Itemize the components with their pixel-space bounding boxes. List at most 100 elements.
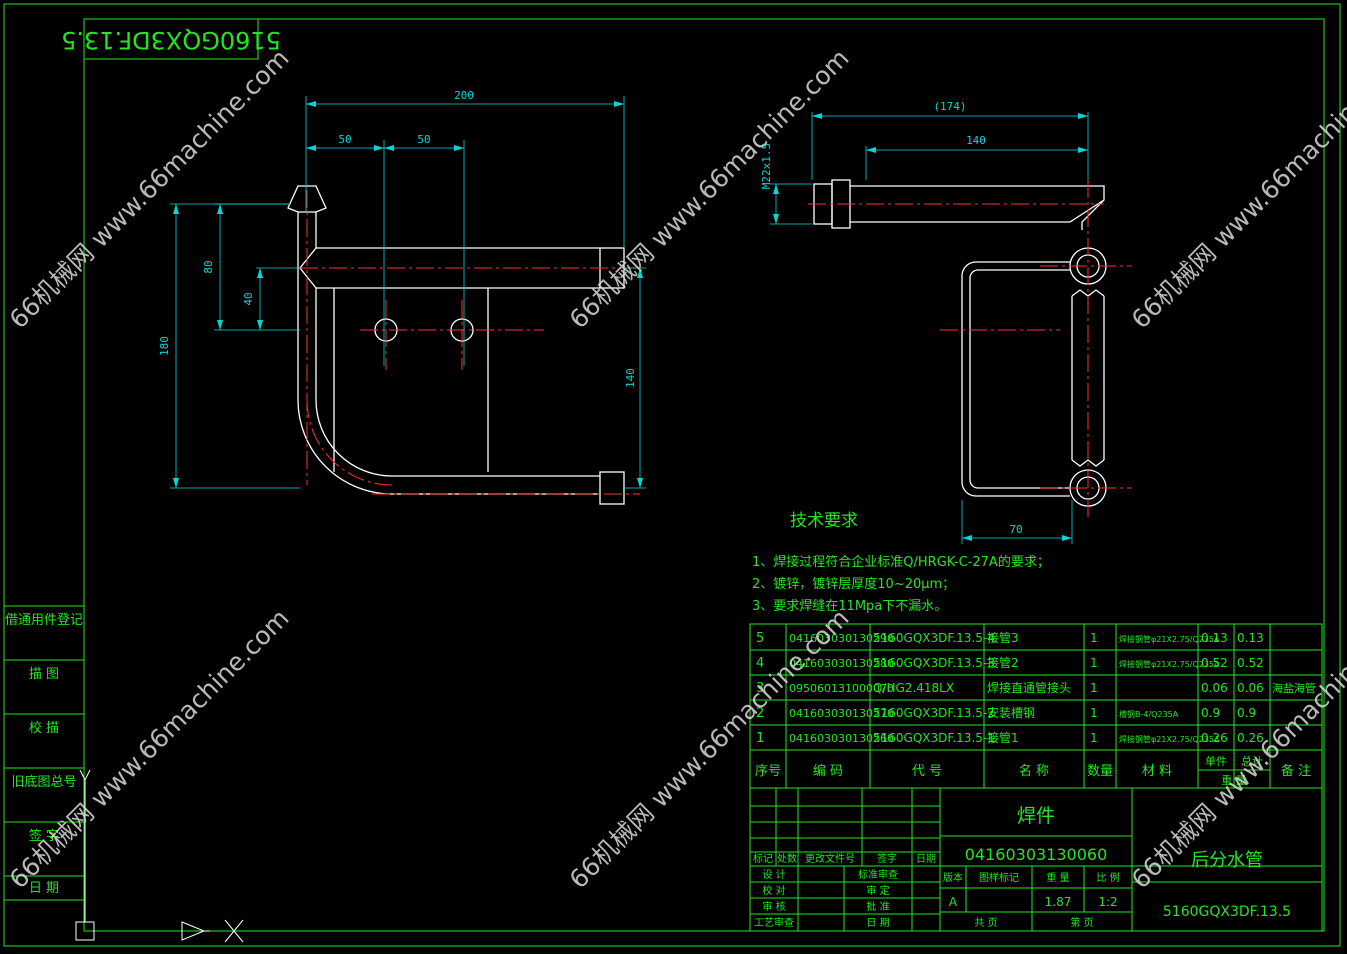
rev-header: 处数: [777, 852, 797, 865]
drawing-frame: [3, 3, 1341, 947]
bom-cell-name: 接管2: [987, 655, 1019, 670]
bom-cell-code: 041603030130280: [789, 657, 894, 670]
bom-cell-name: 接管3: [987, 630, 1019, 645]
bom-cell-total: 0.9: [1237, 706, 1256, 720]
bom-cell-total: 0.13: [1237, 631, 1264, 645]
part-name: 后分水管: [1191, 850, 1263, 871]
watermark: 66机械网 www.66machine.com: [564, 43, 855, 334]
dim-front-upper: 80: [202, 260, 215, 273]
bom-header: 序号 编 码 代 号 名 称 数量 材 料 单件 总计 重 量 备 注: [755, 754, 1311, 787]
sign-check: 校 对: [762, 884, 785, 897]
bom-cell-code: 041603030130270: [789, 707, 894, 720]
bom-cell-seq: 1: [756, 731, 764, 746]
sign-design: 设 计: [762, 868, 785, 881]
stage-header: 图样标记: [979, 871, 1019, 884]
bom-cell-drawing-no: 5160GQX3DF.13.5-2: [873, 706, 995, 720]
rev-header: 签字: [877, 852, 897, 865]
bom-cell-code: 095060131000070: [789, 682, 894, 695]
dim-front-right: 140: [624, 368, 637, 388]
tech-title: 技术要求: [790, 511, 858, 531]
bom-cell-unit: 0.9: [1201, 706, 1220, 720]
bom-cell-name: 接管1: [987, 730, 1019, 745]
bom-cell-qty: 1: [1090, 706, 1098, 720]
bom-cell-name: 焊接直通管接头: [987, 680, 1071, 695]
dim-front-height: 180: [158, 336, 171, 356]
bom-header-remark: 备 注: [1281, 763, 1311, 779]
tech-item: 2、镀锌，镀锌层厚度10~20μm；: [752, 576, 955, 592]
bom-cell-unit: 0.13: [1201, 631, 1228, 645]
sign-approve: 批 准: [866, 900, 889, 913]
stage-header: 版本: [943, 871, 963, 884]
sign-process: 工艺审查: [754, 916, 794, 929]
sheets-total: 共 页: [974, 917, 997, 929]
dim-front-gap-1: 50: [338, 133, 351, 146]
strip-label: 描 图: [29, 667, 59, 682]
stage-header: 比 例: [1096, 871, 1119, 884]
rev-header: 更改文件号: [805, 852, 855, 865]
bom-cell-total: 0.52: [1237, 656, 1264, 670]
bom-cell-material: 槽钢B-4/Q235A: [1119, 709, 1179, 719]
rev-header: 日期: [916, 853, 936, 865]
bom-cell-drawing-no: 5160GQX3DF.13.5-1: [873, 731, 995, 745]
bom-cell-total: 0.06: [1237, 681, 1264, 695]
bom-header-total: 总计: [1241, 754, 1263, 768]
tech-item: 1、焊接过程符合企业标准Q/HRGK-C-27A的要求；: [752, 554, 1050, 570]
bom-cell-seq: 2: [756, 706, 764, 721]
strip-label: 签 字: [29, 828, 59, 844]
bom-header-drawing-no: 代 号: [912, 764, 942, 779]
bom-cell-name: 安装槽钢: [987, 705, 1035, 720]
side-dimensions: (174) 140 M22x1.5 70: [760, 100, 1023, 536]
ucs-icon: [75, 769, 244, 943]
bom-cell-seq: 3: [756, 681, 764, 696]
version-value: A: [949, 895, 958, 909]
sheet-no: 第 页: [1070, 916, 1093, 929]
bom-header-unit: 单件: [1205, 755, 1227, 768]
drawing-number: 5160GQX3DF.13.5: [1163, 904, 1291, 920]
part-code: 04160303130060: [965, 845, 1108, 864]
bom-header-material: 材 料: [1142, 764, 1172, 779]
bom-cell-unit: 0.26: [1201, 731, 1228, 745]
left-strip: 借通用件登记 描 图 校 描 旧底图总号 签 字 日 期: [5, 613, 83, 896]
bom-cell-unit: 0.52: [1201, 656, 1228, 670]
front-view: [170, 96, 646, 505]
dim-front-gap-2: 50: [417, 133, 430, 146]
tech-requirements: 技术要求 1、焊接过程符合企业标准Q/HRGK-C-27A的要求； 2、镀锌，镀…: [752, 511, 1050, 614]
bom-cell-qty: 1: [1090, 631, 1098, 645]
bom-cell-total: 0.26: [1237, 731, 1264, 745]
bom-cell-material: 焊接钢管φ21X2.75/Q235A: [1119, 659, 1220, 669]
bom-cell-remark: 海盐海管: [1272, 681, 1316, 695]
bom-header-code: 编 码: [813, 764, 843, 779]
bom-cell-qty: 1: [1090, 681, 1098, 695]
bom-cell-unit: 0.06: [1201, 681, 1228, 695]
code-stamp-box: [83, 18, 259, 60]
rev-header: 标记: [753, 853, 773, 865]
dim-side-tube: 140: [966, 134, 986, 147]
dim-front-mid: 40: [242, 292, 255, 305]
part-type: 焊件: [1017, 805, 1055, 827]
watermark: 66机械网 www.66machine.com: [1126, 43, 1347, 334]
watermark: 66机械网 www.66machine.com: [4, 603, 295, 894]
sign-date: 日 期: [866, 917, 889, 929]
bom-header-qty: 数量: [1087, 764, 1113, 779]
strip-label: 日 期: [29, 881, 59, 896]
bom-header-name: 名 称: [1019, 763, 1049, 779]
weight-value: 1.87: [1045, 895, 1072, 909]
stage-header: 重 量: [1046, 871, 1069, 884]
bom-cell-material: 焊接钢管φ21X2.75/Q235A: [1119, 734, 1220, 744]
bom-cell-drawing-no: 5160GQX3DF.13.5-4: [873, 631, 995, 645]
front-dimensions: 200 50 50 180 80 40 140: [158, 89, 637, 388]
bom-cell-seq: 4: [756, 656, 764, 671]
title-block: 标记 处数 更改文件号 签字 日期 设 计 校 对 审 核 工艺审查 标准审查 …: [749, 787, 1323, 932]
watermark: 66机械网 www.66machine.com: [4, 43, 295, 334]
watermark: 66机械网 www.66machine.com: [564, 603, 855, 894]
bom-cell-drawing-no: 5160GQX3DF.13.5-3: [873, 656, 995, 670]
code-stamp: 5160GQX3DF.13.5: [61, 26, 281, 54]
bom-cell-code: 041603030130290: [789, 632, 894, 645]
